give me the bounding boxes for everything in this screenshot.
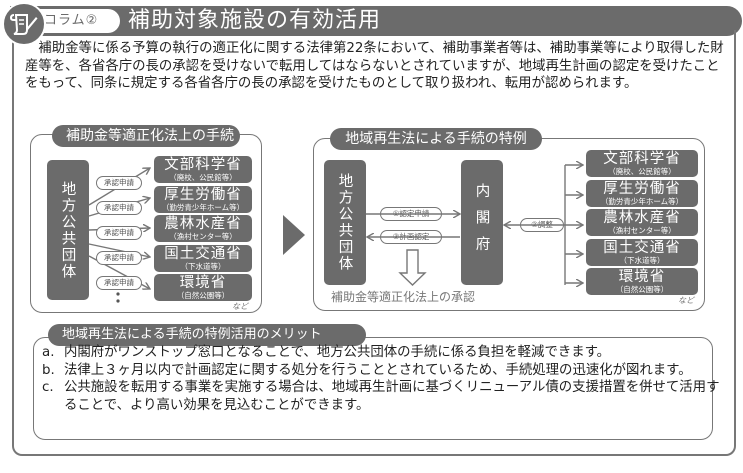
left-ministry-box: 環境省（自然公園等） bbox=[154, 274, 252, 301]
ministry-facility-examples: （勤労青少年ホーム等） bbox=[161, 202, 245, 212]
page-title: 補助対象施設の有効活用 bbox=[128, 8, 382, 33]
ministry-facility-examples: （下水道等） bbox=[619, 255, 665, 265]
transition-arrow-icon bbox=[283, 215, 305, 255]
ministry-facility-examples: （漁村センター等） bbox=[169, 232, 237, 241]
note-pen-icon bbox=[2, 2, 46, 46]
ministry-name: 農林水産省 bbox=[164, 216, 242, 232]
ministry-name: 国土交通省 bbox=[603, 239, 681, 256]
approval-request-pill: 承認申請 bbox=[96, 251, 142, 265]
merits-panel bbox=[33, 337, 713, 440]
right-ministry-box: 厚生労働省（勤労青少年ホーム等） bbox=[586, 179, 698, 207]
ministry-name: 文部科学省 bbox=[164, 157, 242, 173]
ministry-name: 厚生労働省 bbox=[164, 186, 242, 203]
approval-request-pill: 承認申請 bbox=[96, 176, 142, 190]
merits-title: 地域再生法による手続の特例活用のメリット bbox=[48, 324, 366, 346]
ministry-facility-examples: （勤労青少年ホーム等） bbox=[600, 196, 684, 206]
left-ministry-box: 文部科学省（廃校、公民館等） bbox=[154, 156, 252, 183]
step1-pill: ①認定申請 bbox=[380, 207, 442, 221]
merit-text: 内閣府がワンストップ窓口となることで、地方公共団体の手続に係る負担を軽減できます… bbox=[64, 345, 611, 360]
merit-text: 法律上３ヶ月以内で計画認定に関する処分を行うこととされているため、手続処理の迅速… bbox=[64, 362, 692, 378]
right-ministry-box: 文部科学省（廃校、公民館等） bbox=[586, 150, 698, 177]
merits-list: a. 内閣府がワンストップ窓口となることで、地方公共団体の手続に係る負担を軽減でき… bbox=[42, 344, 722, 414]
approval-request-pill: 承認申請 bbox=[96, 226, 142, 240]
ministry-facility-examples: （廃校、公民館等） bbox=[169, 173, 237, 182]
column-label: コラム② bbox=[38, 9, 120, 33]
ministry-facility-examples: （下水道等） bbox=[180, 261, 226, 271]
cabinet-office-box: 内閣府 bbox=[461, 160, 503, 285]
merit-marker: c. bbox=[42, 380, 54, 395]
ministry-name: 農林水産省 bbox=[603, 210, 681, 226]
right-ministry-box: 国土交通省（下水道等） bbox=[586, 238, 698, 266]
right-etc-label: など bbox=[678, 296, 694, 305]
merit-text: 公共施設を転用する事業を実施する場合は、地域再生計画に基づくリニューアル債の支援… bbox=[64, 380, 720, 413]
right-ministry-box: 農林水産省（漁村センター等） bbox=[586, 209, 698, 236]
step2-pill: ②調整 bbox=[520, 218, 564, 232]
merit-item: b. 法律上３ヶ月以内で計画認定に関する処分を行うこととされているため、手続処理の… bbox=[42, 362, 722, 380]
approval-note: 補助金等適正化法上の承認 bbox=[331, 290, 476, 304]
header-bar bbox=[10, 6, 742, 36]
left-ministry-box: 厚生労働省（勤労青少年ホーム等） bbox=[154, 185, 252, 213]
ministry-facility-examples: （廃校、公民館等） bbox=[608, 167, 676, 176]
left-etc-label: など bbox=[232, 302, 248, 311]
merit-marker: b. bbox=[42, 362, 55, 378]
ministry-name: 国土交通省 bbox=[164, 245, 242, 262]
ministry-facility-examples: （自然公園等） bbox=[176, 291, 230, 300]
right-entity-label: 地方公共団体 bbox=[336, 173, 353, 272]
step3-pill: ③計画認定 bbox=[380, 230, 442, 244]
left-panel-title: 補助金等適正化法上の手続 bbox=[52, 125, 240, 147]
right-ministry-box: 環境省（自然公園等） bbox=[586, 268, 698, 295]
approval-request-pill: 承認申請 bbox=[96, 276, 142, 290]
ministry-name: 環境省 bbox=[618, 269, 666, 285]
merit-item: a. 内閣府がワンストップ窓口となることで、地方公共団体の手続に係る負担を軽減でき… bbox=[42, 344, 722, 362]
column-frame bbox=[12, 30, 736, 456]
left-entity-label: 地方公共団体 bbox=[59, 180, 76, 280]
intro-paragraph: 補助金等に係る予算の執行の適正化に関する法律第22条において、補助事業者等は、補… bbox=[25, 41, 724, 91]
right-panel-title: 地域再生法による手続の特例 bbox=[330, 128, 542, 150]
ministry-facility-examples: （漁村センター等） bbox=[608, 226, 676, 235]
ministry-facility-examples: （自然公園等） bbox=[615, 285, 669, 294]
left-entity-box: 地方公共団体 bbox=[47, 160, 89, 300]
left-ministry-box: 国土交通省（下水道等） bbox=[154, 244, 252, 272]
right-entity-box: 地方公共団体 bbox=[324, 160, 366, 285]
merit-item: c. 公共施設を転用する事業を実施する場合は、地域再生計画に基づくリニューアル債の… bbox=[42, 379, 722, 414]
merit-marker: a. bbox=[42, 345, 55, 360]
cabinet-office-label: 内閣府 bbox=[473, 182, 490, 263]
ministry-name: 厚生労働省 bbox=[603, 180, 681, 197]
ministry-name: 環境省 bbox=[179, 275, 227, 291]
ministry-name: 文部科学省 bbox=[603, 151, 681, 167]
approval-request-pill: 承認申請 bbox=[96, 201, 142, 215]
left-ministry-box: 農林水産省（漁村センター等） bbox=[154, 215, 252, 242]
